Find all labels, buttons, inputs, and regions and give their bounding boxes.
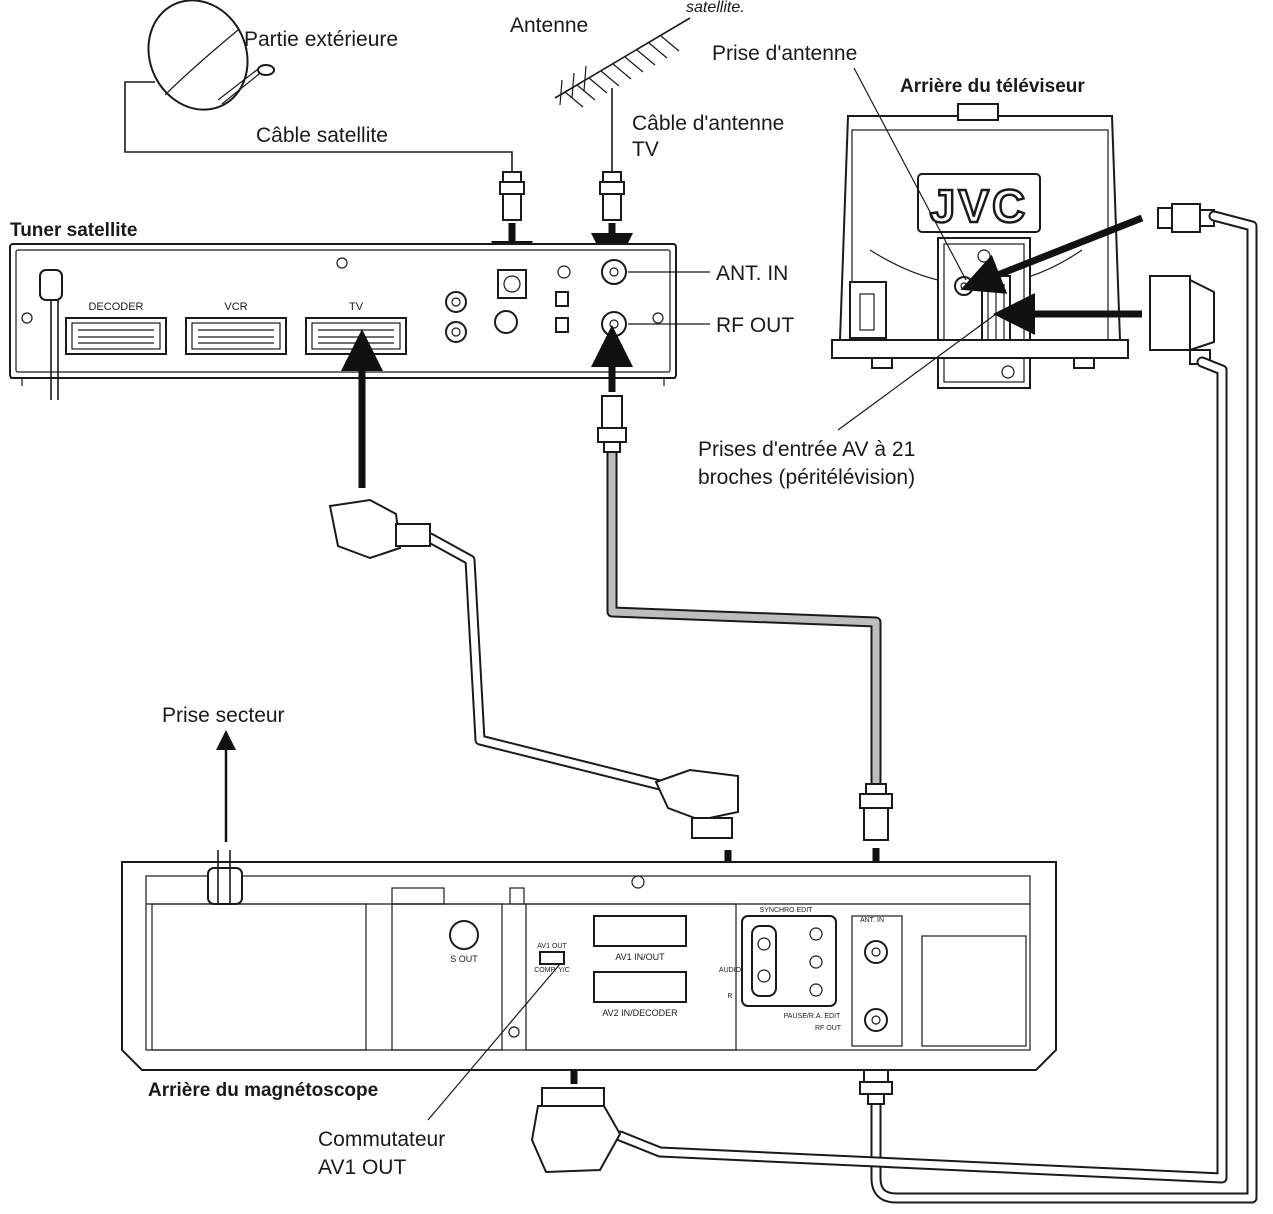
satellite-cable-label: Câble satellite	[256, 124, 388, 147]
tuner-rf-out-jack	[601, 311, 627, 337]
vcr-ant-in-jack	[864, 940, 888, 964]
vcr-rf-out-jack	[864, 1008, 888, 1032]
antenna-socket-label: Prise d'antenne	[712, 42, 857, 65]
vcr-ant-in-small-label: ANT. IN	[860, 917, 884, 924]
antenna-label: Antenne	[510, 14, 588, 37]
tuner-ant-in-jack	[601, 259, 627, 285]
antenna-cable-label-1: Câble d'antenne	[632, 112, 784, 135]
tv-scart-plug	[1149, 275, 1215, 365]
rf-plug-vcr-in	[859, 783, 893, 841]
satellite-dish	[147, 0, 275, 111]
mains-socket-label: Prise secteur	[162, 704, 285, 727]
scart-plug-tuner	[328, 498, 431, 560]
antenna	[554, 17, 691, 108]
vcr-rear: S OUT AV1 OUT COMP. Y/C AV1 IN/OUT AV2 I…	[121, 850, 1057, 1071]
av-inputs-label-2: broches (péritélévision)	[698, 466, 915, 489]
vcr-synchro-label: SYNCHRO EDIT	[760, 907, 814, 914]
tuner-tv-label: TV	[349, 301, 364, 313]
vcr-av1-out-switch	[539, 951, 565, 965]
rf-plug-tuner	[597, 395, 627, 453]
vcr-av2-label: AV2 IN/DECODER	[602, 1008, 678, 1018]
satellite-cable-plug	[499, 171, 525, 221]
vcr-av1-label: AV1 IN/OUT	[615, 952, 665, 962]
vcr-r-label: R	[727, 993, 732, 1000]
tuner-vcr-label: VCR	[224, 301, 247, 313]
outdoor-unit-label: Partie extérieure	[244, 28, 398, 51]
switch-label-2: AV1 OUT	[318, 1156, 406, 1179]
arrow-to-tv-antenna	[960, 214, 1144, 294]
satellite-tuner-title: Tuner satellite	[10, 220, 137, 241]
vcr-rear-title: Arrière du magnétoscope	[148, 1080, 378, 1101]
antenna-cable-label-2: TV	[632, 138, 659, 161]
scart-plug-vcr-av1	[654, 768, 739, 839]
vcr-rf-out-small-label: RF OUT	[815, 1025, 842, 1032]
vcr-av1-scart	[593, 915, 687, 947]
top-note: satellite.	[686, 0, 745, 16]
tv-logo: JVC	[930, 180, 1028, 232]
tv-rear: JVC	[831, 103, 1129, 389]
vcr-pause-label: PAUSE/R.A. EDIT	[784, 1013, 841, 1020]
rf-out-label: RF OUT	[716, 314, 794, 337]
tv-antenna-jack	[954, 276, 974, 296]
vcr-av2-scart	[593, 971, 687, 1003]
switch-label-1: Commutateur	[318, 1128, 445, 1151]
ant-in-label: ANT. IN	[716, 262, 788, 285]
satellite-tuner: DECODER VCR TV	[9, 243, 677, 400]
vcr-av1-out-label: AV1 OUT	[537, 943, 567, 950]
scart-plug-vcr-av2	[530, 1087, 622, 1174]
av-inputs-label-1: Prises d'entrée AV à 21	[698, 438, 915, 461]
tuner-decoder-label: DECODER	[88, 301, 143, 313]
tv-antenna-plug	[1157, 203, 1215, 233]
tv-rear-title: Arrière du téléviseur	[900, 76, 1085, 97]
vcr-s-out-jack	[449, 920, 479, 950]
vcr-audio-label: AUDIO	[719, 967, 742, 974]
vcr-comp-yc-label: COMP. Y/C	[534, 967, 570, 974]
antenna-cable-plug	[599, 171, 625, 221]
vcr-s-out-label: S OUT	[450, 954, 478, 964]
satellite-cable	[124, 81, 513, 172]
